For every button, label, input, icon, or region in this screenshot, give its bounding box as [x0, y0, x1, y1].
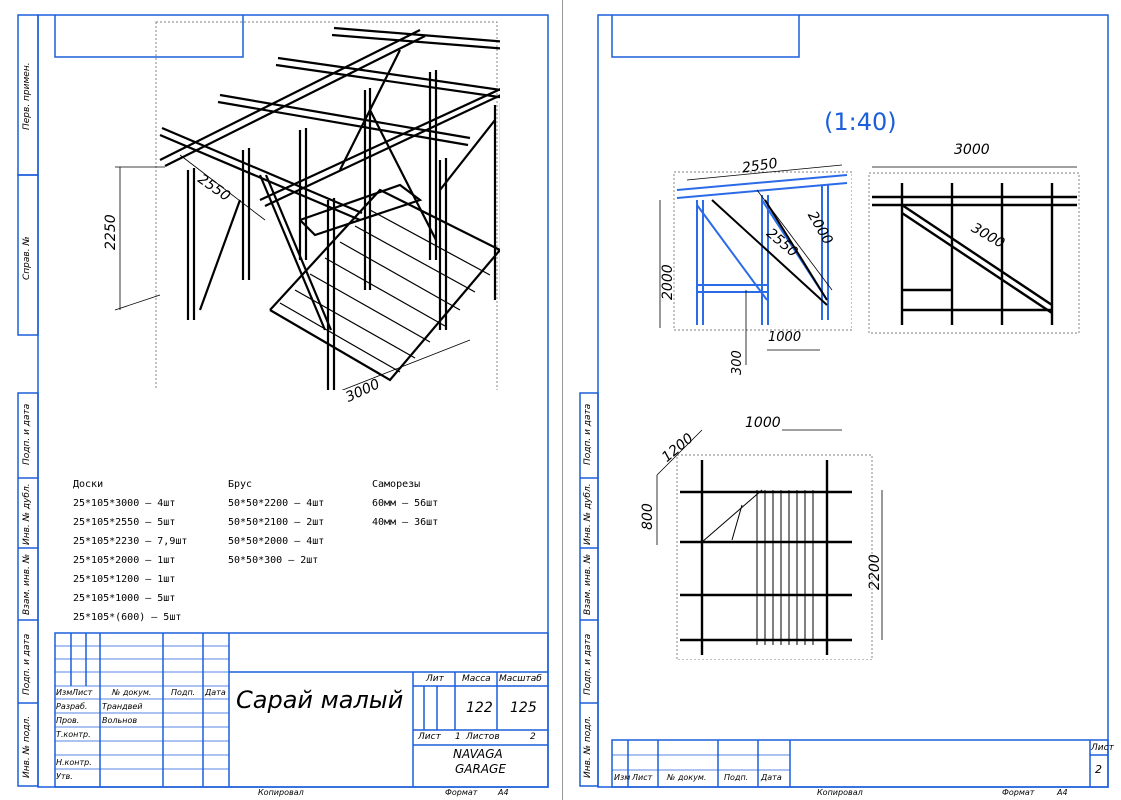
spec-screws-title: Саморезы — [372, 479, 421, 490]
front-view-drawing — [868, 166, 1080, 334]
spec-beam-row: 50*50*300 – 2шт — [228, 555, 319, 566]
side-label: Подп. и дата — [583, 633, 593, 695]
tb-header-doc: № докум. — [112, 688, 152, 697]
sheet-label: Лист — [418, 732, 441, 742]
spec-beams-title: Брус — [228, 479, 253, 490]
format-value: А4 — [498, 788, 509, 797]
spec-board-row: 25*105*1000 – 5шт — [73, 593, 176, 604]
spec-screws: Саморезы 60мм – 56шт 40мм – 36шт — [372, 475, 438, 532]
spec-boards: Доски 25*105*3000 – 4шт 25*105*2550 – 5ш… — [73, 475, 187, 627]
isometric-shed-drawing — [114, 21, 500, 390]
side-label: Взам. инв. № — [583, 553, 593, 615]
spec-board-row: 25*105*(600) – 5шт — [73, 612, 182, 623]
sheet-2-frame — [562, 0, 1109, 800]
sheet-value: 2 — [1095, 763, 1102, 776]
sheet-1-frame — [17, 14, 549, 788]
format-label: Формат — [445, 788, 478, 797]
spec-board-row: 25*105*3000 – 4шт — [73, 498, 176, 509]
format-value: А4 — [1057, 788, 1068, 797]
mass-value: 122 — [466, 700, 493, 716]
spec-boards-title: Доски — [73, 479, 104, 490]
spec-screw-row: 40мм – 36шт — [372, 517, 439, 528]
plan-view-drawing — [676, 454, 873, 660]
tb-role: Разраб. — [56, 702, 88, 711]
sheets-value: 2 — [530, 732, 536, 742]
copied-label: Копировал — [817, 788, 863, 797]
drawing-title: Сарай малый — [236, 686, 404, 714]
tb-role: Т.контр. — [56, 730, 91, 739]
copied-label: Копировал — [258, 788, 304, 797]
tb-header-izm: Изм — [614, 773, 631, 782]
drawing-sheet-1: 2250 2550 3000 Доски 25*105*3000 – 4шт 2… — [17, 14, 549, 797]
plan-dim-right: 2200 — [867, 554, 883, 590]
side-label: Инв. № подл. — [22, 715, 32, 778]
spec-beams: Брус 50*50*2200 – 4шт 50*50*2100 – 2шт 5… — [228, 475, 324, 570]
format-label: Формат — [1002, 788, 1035, 797]
mass-header: Масса — [462, 674, 491, 684]
tb-header-izm: Изм — [56, 688, 73, 697]
side-label: Подп. и дата — [22, 633, 32, 695]
scale-note: (1:40) — [824, 108, 897, 136]
side-label: Справ. № — [22, 236, 32, 280]
side-dim-bottom: 1000 — [768, 330, 802, 345]
tb-header-sign: Подп. — [724, 773, 749, 782]
scale-value: 125 — [510, 700, 537, 716]
company-line2: GARAGE — [455, 762, 506, 776]
tb-name: Вольнов — [102, 716, 138, 725]
side-dim-foot: 300 — [730, 350, 745, 375]
company-line1: NAVAGA — [453, 747, 503, 761]
side-label: Подп. и дата — [583, 403, 593, 465]
spec-beam-row: 50*50*2200 – 4шт — [228, 498, 325, 509]
plan-view-dims — [656, 429, 883, 640]
spec-beam-row: 50*50*2100 – 2шт — [228, 517, 325, 528]
spec-board-row: 25*105*1200 – 1шт — [73, 574, 176, 585]
side-label: Инв. № подл. — [583, 715, 593, 778]
tb-name: Трандвей — [102, 702, 143, 711]
side-dim-height: 2000 — [660, 264, 676, 300]
spec-beam-row: 50*50*2000 – 4шт — [228, 536, 325, 547]
tb-header-list: Лист — [632, 773, 653, 782]
tb-header-doc: № докум. — [667, 773, 707, 782]
plan-dim-left: 800 — [640, 503, 656, 530]
side-view-dims — [659, 164, 843, 365]
side-label: Перв. примен. — [22, 62, 32, 130]
side-label: Взам. инв. № — [22, 553, 32, 615]
drawing-sheet-2: (1:40) 2000 2550 2550 2000 300 1000 — [562, 0, 1121, 800]
sheet-label: Лист — [1091, 743, 1114, 753]
spec-board-row: 25*105*2000 – 1шт — [73, 555, 176, 566]
tb-role: Утв. — [56, 772, 73, 781]
side-label: Инв. № дубл. — [22, 483, 32, 545]
tb-header-date: Дата — [761, 773, 782, 782]
tb-role: Пров. — [56, 716, 80, 725]
tb-header-sign: Подп. — [171, 688, 196, 697]
lit-header: Лит — [426, 674, 444, 684]
tb-role: Н.контр. — [56, 758, 92, 767]
dim-height-label: 2250 — [103, 214, 119, 250]
sheet-value: 1 — [455, 732, 461, 742]
front-dim-top: 3000 — [954, 142, 990, 158]
tb-header-date: Дата — [205, 688, 226, 697]
side-view-drawing — [673, 171, 852, 331]
tb-header-list: Лист — [72, 688, 93, 697]
sheets-label: Листов — [466, 732, 500, 742]
spec-screw-row: 60мм – 56шт — [372, 498, 439, 509]
scale-header: Масштаб — [499, 674, 542, 684]
spec-board-row: 25*105*2230 – 7,9шт — [73, 536, 188, 547]
plan-dim-top: 1000 — [745, 415, 781, 431]
side-label: Инв. № дубл. — [583, 483, 593, 545]
side-label: Подп. и дата — [22, 403, 32, 465]
spec-board-row: 25*105*2550 – 5шт — [73, 517, 176, 528]
